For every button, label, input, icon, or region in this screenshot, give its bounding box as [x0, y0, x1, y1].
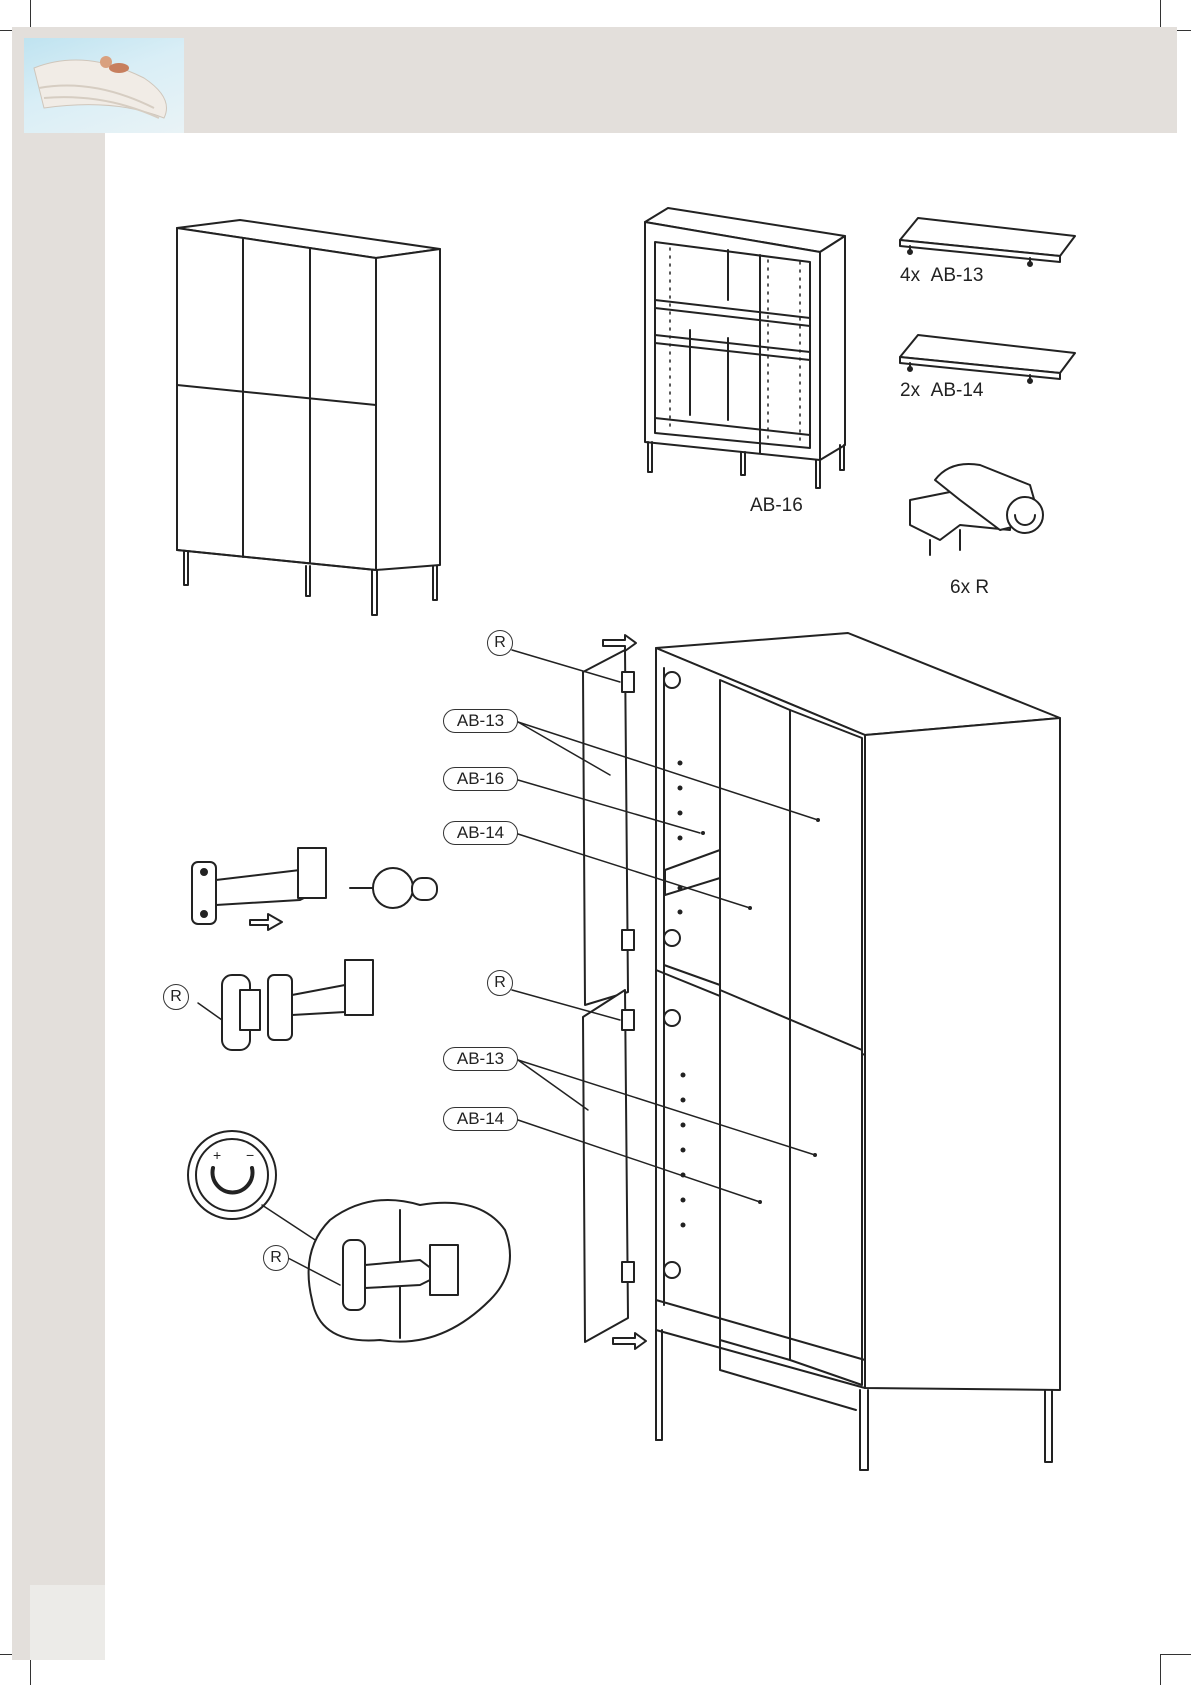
part-code: AB-14: [931, 380, 984, 401]
hinge-r-drawing: [910, 464, 1043, 555]
hinge-step-screw-drawing: [192, 848, 437, 930]
part-code: R: [975, 577, 989, 598]
part-label-ab14: 2x AB-14: [900, 380, 983, 402]
callout-ab14-upper: AB-14: [443, 821, 518, 845]
callout-ab13-upper: AB-13: [443, 709, 518, 733]
part-code: AB-13: [931, 265, 984, 286]
part-label-ab16: AB-16: [750, 495, 803, 517]
part-qty: 6x: [950, 577, 970, 598]
shelf-ab13-drawing: [900, 218, 1075, 266]
part-code: AB-16: [750, 495, 803, 516]
hinge-step-adjust-drawing: + −: [188, 1131, 510, 1342]
callout-r-middle: R: [487, 970, 513, 996]
part-label-r: 6x R: [950, 577, 989, 599]
shelf-ab14-drawing: [900, 335, 1075, 383]
callout-r-hinge-clip: R: [163, 984, 189, 1010]
hinge-step-clip-drawing: [198, 960, 373, 1050]
callout-ab14-lower: AB-14: [443, 1107, 518, 1131]
svg-text:+: +: [213, 1147, 221, 1163]
part-qty: 2x: [900, 380, 920, 401]
part-label-ab13: 4x AB-13: [900, 265, 983, 287]
wardrobe-assembly-drawing: [583, 633, 1060, 1470]
callout-r-upper: R: [487, 630, 513, 656]
svg-text:−: −: [246, 1147, 254, 1163]
callout-r-hinge-detail: R: [263, 1245, 289, 1271]
wardrobe-overview-drawing: [177, 220, 440, 615]
carcass-ab16-drawing: [645, 208, 845, 488]
callout-ab13-lower: AB-13: [443, 1047, 518, 1071]
callout-ab16: AB-16: [443, 767, 518, 791]
part-qty: 4x: [900, 265, 920, 286]
